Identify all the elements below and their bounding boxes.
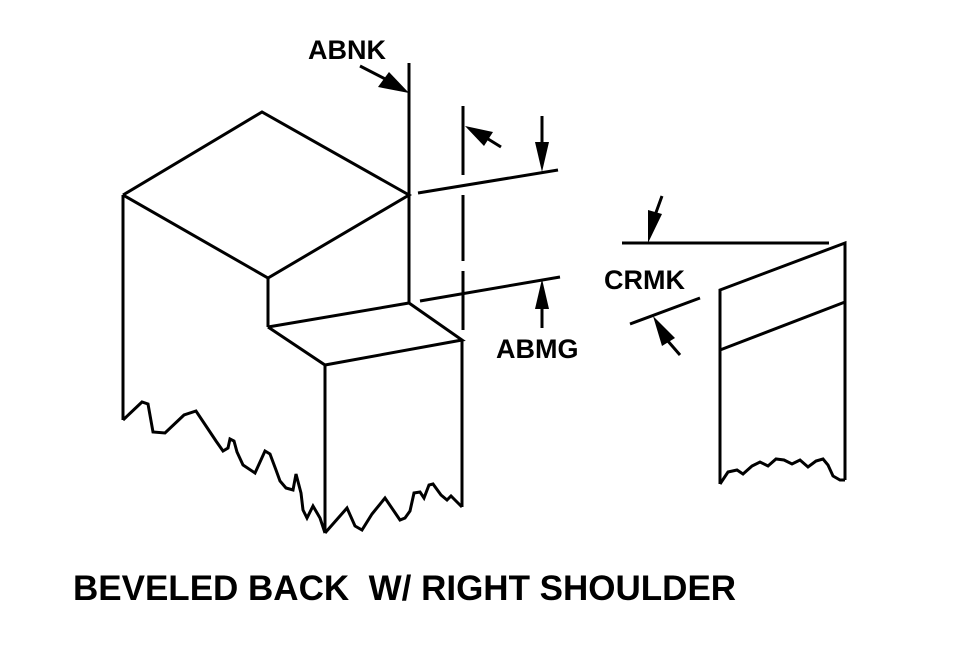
crmk-bottom-reference-line: [629, 296, 701, 326]
upper-top-face: [122, 110, 413, 280]
angle-arrow-icon: [465, 126, 502, 149]
detail-view: [622, 240, 847, 485]
upper-dimension-arrow: [535, 116, 549, 172]
main-block: [121, 63, 466, 534]
abmg-dimension-arrow: [535, 279, 549, 328]
crmk-bottom-arrow: [653, 316, 682, 356]
diagram-caption: BEVELED BACK W/ RIGHT SHOULDER: [73, 569, 736, 608]
label-abnk: ABNK: [308, 35, 386, 65]
crmk-top-arrow: [648, 195, 664, 243]
label-crmk: CRMK: [604, 265, 685, 295]
break-line-front: [323, 482, 464, 534]
break-line-left: [121, 400, 327, 534]
detail-outline: [718, 240, 847, 484]
abnk-leader-arrow: [359, 64, 409, 93]
detail-bevel-line: [719, 300, 846, 352]
upper-extension-line: [417, 168, 559, 195]
lower-extension-line: [419, 275, 561, 303]
detail-break-line: [718, 457, 845, 485]
label-abmg: ABMG: [496, 334, 579, 364]
shoulder-face: [267, 301, 466, 367]
